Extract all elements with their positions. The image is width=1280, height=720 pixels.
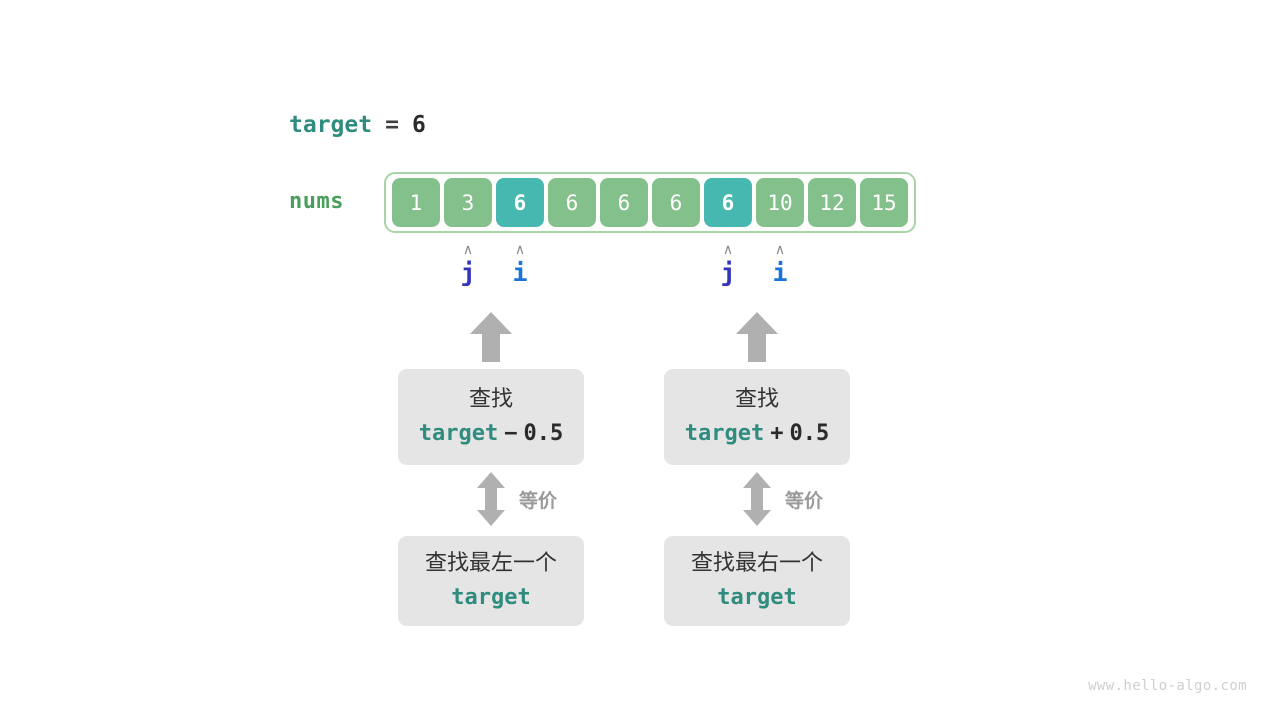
bottom-box-right: 查找最右一个 target bbox=[664, 536, 850, 626]
array-cell-4: 6 bbox=[600, 178, 648, 227]
array-cell-0: 1 bbox=[392, 178, 440, 227]
target-value: 6 bbox=[411, 112, 426, 138]
caret-icon: ∧ bbox=[514, 242, 526, 258]
caret-icon: ∧ bbox=[722, 242, 734, 258]
watermark: www.hello-algo.com bbox=[1088, 678, 1247, 694]
bottom-box-left: 查找最左一个 target bbox=[398, 536, 584, 626]
caret-icon: ∧ bbox=[462, 242, 474, 258]
array-cell-5: 6 bbox=[652, 178, 700, 227]
bottom-box-left-line2: target bbox=[451, 581, 530, 615]
top-box-left-line1: 查找 bbox=[468, 387, 513, 412]
nums-label: nums bbox=[289, 189, 344, 214]
pointer-label: i bbox=[512, 258, 528, 287]
bottom-box-left-target: target bbox=[451, 585, 531, 610]
top-box-right-expr-value: 0.5 bbox=[789, 421, 830, 446]
equals-sign: = bbox=[385, 112, 399, 138]
target-keyword: target bbox=[289, 112, 373, 138]
up-arrow-left bbox=[468, 310, 514, 362]
pointer-label: j bbox=[720, 258, 736, 287]
top-box-left-expr-name: target bbox=[418, 421, 499, 446]
equiv-label-left: 等价 bbox=[519, 490, 558, 512]
array-cell-1: 3 bbox=[444, 178, 492, 227]
bottom-box-right-line1: 查找最右一个 bbox=[690, 551, 823, 576]
array-cell-2: 6 bbox=[496, 178, 544, 227]
pointer-label: j bbox=[460, 258, 476, 287]
array-cell-8: 12 bbox=[808, 178, 856, 227]
bottom-box-right-target: target bbox=[717, 585, 797, 610]
pointer-i-2: ∧i bbox=[500, 243, 540, 287]
pointer-label: i bbox=[772, 258, 788, 287]
bottom-box-right-line2: target bbox=[717, 581, 796, 615]
pointer-j-1: ∧j bbox=[448, 243, 488, 287]
top-box-right-expr-op: + bbox=[770, 421, 784, 446]
array-cell-6: 6 bbox=[704, 178, 752, 227]
equiv-arrow-right bbox=[742, 471, 772, 527]
up-arrow-right bbox=[734, 310, 780, 362]
pointer-j-6: ∧j bbox=[708, 243, 748, 287]
top-box-right-expr-name: target bbox=[684, 421, 765, 446]
top-box-left: 查找 target − 0.5 bbox=[398, 369, 584, 465]
top-box-left-expr-op: − bbox=[504, 421, 518, 446]
equiv-arrow-left bbox=[476, 471, 506, 527]
caret-icon: ∧ bbox=[774, 242, 786, 258]
top-box-right-expression: target + 0.5 bbox=[685, 417, 829, 451]
top-box-left-expression: target − 0.5 bbox=[419, 417, 563, 451]
target-declaration: target = 6 bbox=[289, 112, 426, 138]
top-box-right: 查找 target + 0.5 bbox=[664, 369, 850, 465]
bottom-box-left-line1: 查找最左一个 bbox=[424, 551, 557, 576]
array-cell-3: 6 bbox=[548, 178, 596, 227]
pointer-i-7: ∧i bbox=[760, 243, 800, 287]
top-box-right-line1: 查找 bbox=[734, 387, 779, 412]
top-box-left-expr-value: 0.5 bbox=[523, 421, 564, 446]
array-cell-7: 10 bbox=[756, 178, 804, 227]
equiv-label-right: 等价 bbox=[785, 490, 824, 512]
array-cell-9: 15 bbox=[860, 178, 908, 227]
